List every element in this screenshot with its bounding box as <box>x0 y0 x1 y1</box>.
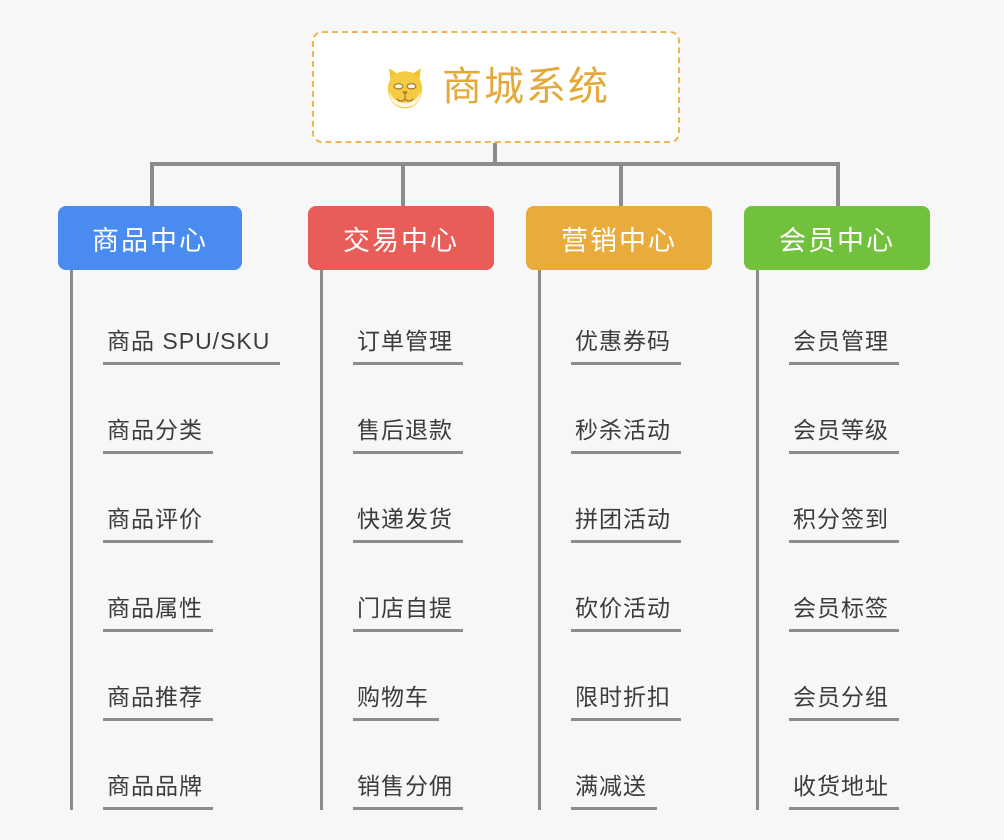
category-header-label-1: 商品中心 <box>92 225 208 256</box>
leaf-label: 售后退款 <box>353 411 463 454</box>
leaf-item[interactable]: 门店自提 <box>323 543 494 632</box>
category-header-label-2: 交易中心 <box>343 225 459 256</box>
leaf-item[interactable]: 快递发货 <box>323 454 494 543</box>
category-column-3: 营销中心 优惠券码 秒杀活动 拼团活动 砍价活动 限时折扣 满减送 <box>526 206 712 810</box>
leaf-label: 商品推荐 <box>103 678 213 721</box>
leaf-item[interactable]: 优惠券码 <box>541 276 712 365</box>
leaf-label: 门店自提 <box>353 589 463 632</box>
leaf-label: 会员分组 <box>789 678 899 721</box>
connector-drop-2 <box>401 162 405 206</box>
connector-horizontal-bus <box>150 162 840 166</box>
leaf-label: 会员标签 <box>789 589 899 632</box>
leaf-item[interactable]: 会员分组 <box>759 632 930 721</box>
leaf-label: 拼团活动 <box>571 500 681 543</box>
leaf-label: 商品 SPU/SKU <box>103 322 281 365</box>
leaf-item[interactable]: 商品属性 <box>73 543 242 632</box>
leaf-label: 积分签到 <box>789 500 899 543</box>
leaf-label: 秒杀活动 <box>571 411 681 454</box>
leaf-item[interactable]: 售后退款 <box>323 365 494 454</box>
category-column-2: 交易中心 订单管理 售后退款 快递发货 门店自提 购物车 销售分佣 <box>308 206 494 810</box>
leaf-label: 商品品牌 <box>103 767 213 810</box>
leaf-label: 购物车 <box>353 678 439 721</box>
leaf-label: 砍价活动 <box>571 589 681 632</box>
leaf-label: 收货地址 <box>789 767 899 810</box>
category-column-4: 会员中心 会员管理 会员等级 积分签到 会员标签 会员分组 收货地址 <box>744 206 930 810</box>
leaf-item[interactable]: 商品 SPU/SKU <box>73 276 281 365</box>
leaf-label: 会员等级 <box>789 411 899 454</box>
root-node[interactable]: 商城系统 <box>312 31 680 143</box>
leaf-item[interactable]: 会员管理 <box>759 276 930 365</box>
leaf-label: 商品评价 <box>103 500 213 543</box>
leaf-item[interactable]: 满减送 <box>541 721 712 810</box>
connector-root-stem <box>493 143 497 164</box>
leaf-label: 限时折扣 <box>571 678 681 721</box>
root-title: 商城系统 <box>442 65 610 109</box>
category-column-1: 商品中心 商品 SPU/SKU 商品分类 商品评价 商品属性 商品推荐 商品品牌 <box>58 206 281 810</box>
category-header-2[interactable]: 交易中心 <box>308 206 494 270</box>
leaf-item[interactable]: 收货地址 <box>759 721 930 810</box>
leaf-label: 快递发货 <box>353 500 463 543</box>
category-header-4[interactable]: 会员中心 <box>744 206 930 270</box>
leaf-item[interactable]: 商品品牌 <box>73 721 242 810</box>
leaf-item[interactable]: 秒杀活动 <box>541 365 712 454</box>
leaf-item[interactable]: 砍价活动 <box>541 543 712 632</box>
category-branch-2: 订单管理 售后退款 快递发货 门店自提 购物车 销售分佣 <box>320 270 494 810</box>
shiba-dog-icon <box>387 68 423 109</box>
leaf-item[interactable]: 会员等级 <box>759 365 930 454</box>
leaf-item[interactable]: 商品评价 <box>73 454 242 543</box>
connector-drop-1 <box>150 162 154 206</box>
leaf-item[interactable]: 商品分类 <box>73 365 242 454</box>
leaf-item[interactable]: 商品推荐 <box>73 632 242 721</box>
leaf-label: 商品分类 <box>103 411 213 454</box>
leaf-label: 订单管理 <box>353 322 463 365</box>
leaf-item[interactable]: 拼团活动 <box>541 454 712 543</box>
leaf-item[interactable]: 销售分佣 <box>323 721 494 810</box>
leaf-label: 商品属性 <box>103 589 213 632</box>
leaf-item[interactable]: 积分签到 <box>759 454 930 543</box>
category-branch-3: 优惠券码 秒杀活动 拼团活动 砍价活动 限时折扣 满减送 <box>538 270 712 810</box>
leaf-label: 优惠券码 <box>571 322 681 365</box>
category-header-label-4: 会员中心 <box>779 225 895 256</box>
connector-drop-4 <box>836 162 840 206</box>
category-header-1[interactable]: 商品中心 <box>58 206 242 270</box>
leaf-item[interactable]: 限时折扣 <box>541 632 712 721</box>
category-header-label-3: 营销中心 <box>561 225 677 256</box>
category-branch-4: 会员管理 会员等级 积分签到 会员标签 会员分组 收货地址 <box>756 270 930 810</box>
leaf-label: 销售分佣 <box>353 767 463 810</box>
leaf-item[interactable]: 订单管理 <box>323 276 494 365</box>
leaf-item[interactable]: 会员标签 <box>759 543 930 632</box>
category-header-3[interactable]: 营销中心 <box>526 206 712 270</box>
connector-drop-3 <box>619 162 623 206</box>
leaf-item[interactable]: 购物车 <box>323 632 494 721</box>
category-branch-1: 商品 SPU/SKU 商品分类 商品评价 商品属性 商品推荐 商品品牌 <box>70 270 281 810</box>
leaf-label: 满减送 <box>571 767 657 810</box>
leaf-label: 会员管理 <box>789 322 899 365</box>
